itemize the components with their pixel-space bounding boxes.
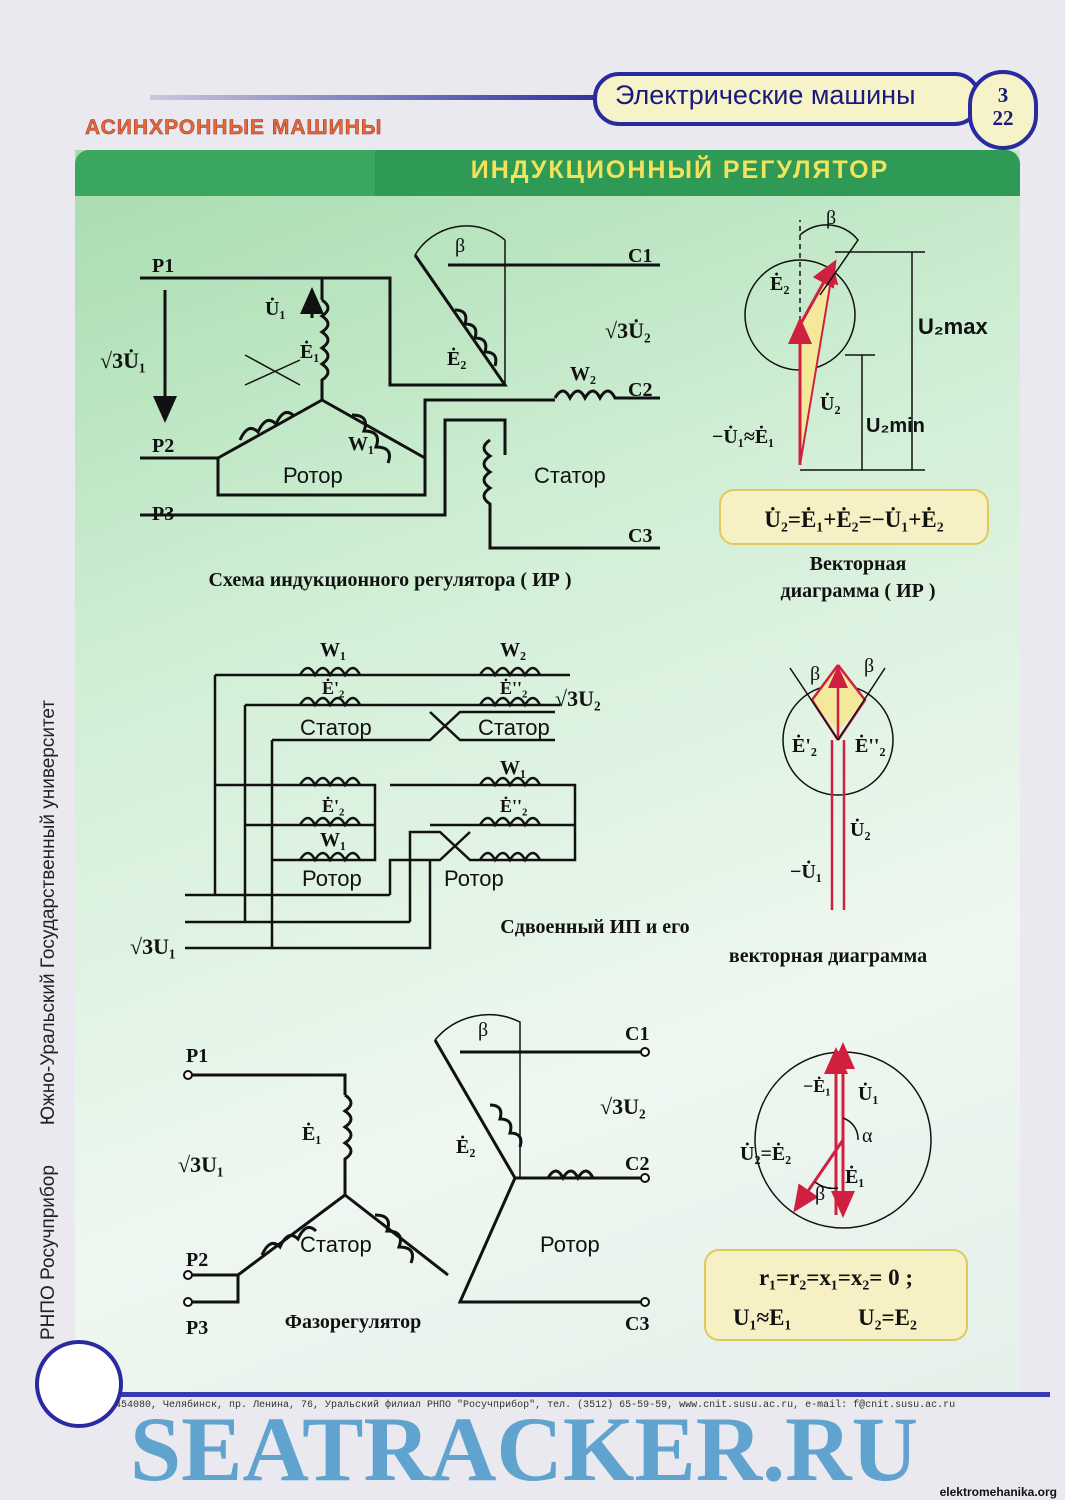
d3-c1: C1: [625, 1023, 649, 1045]
title-band: [375, 150, 1020, 196]
v1-caption-2: диаграмма ( ИР ): [780, 580, 935, 602]
footer-address: 454080, Челябинск, пр. Ленина, 76, Ураль…: [115, 1400, 956, 1411]
label-output-voltage: √3U̇₂: [605, 318, 651, 343]
d3-e1: Ė₁: [302, 1121, 321, 1145]
v3-u1: U̇₁: [858, 1081, 878, 1105]
page-number-bottom: 22: [992, 106, 1014, 130]
header-rule: [150, 95, 600, 100]
d3-e2: Ė₂: [456, 1134, 475, 1158]
label-e1: Ė₁: [300, 339, 319, 363]
label-e2: Ė₂: [447, 346, 466, 370]
v2-minus-u1: −U̇₁: [790, 859, 822, 883]
d3-c3: C3: [625, 1313, 649, 1335]
v1-minus-u1: −U̇₁≈Ė₁: [712, 424, 774, 448]
d2-rotor-b: Ротор: [444, 866, 504, 891]
v3-u2-e2: U̇₂=Ė₂: [740, 1141, 791, 1165]
subject-frame: [593, 72, 981, 126]
w2-coil: [553, 389, 660, 402]
d3-output-voltage: √3U₂: [600, 1094, 646, 1119]
vector-diagram-1: [719, 220, 989, 545]
v2-u2: U̇₂: [850, 817, 870, 841]
page-number-top: 3: [997, 83, 1009, 107]
d2-w1-b: W₁: [500, 757, 526, 779]
label-w2: W₂: [570, 363, 596, 385]
d3-input-voltage: √3U₁: [178, 1152, 224, 1177]
d2-e2pp-a: Ė''₂: [500, 678, 527, 698]
label-c3: C3: [628, 525, 652, 547]
d2-e2p-b: Ė'₂: [322, 796, 344, 816]
d2-rotor-a: Ротор: [302, 866, 362, 891]
induction-regulator-schematic: [140, 225, 660, 550]
v1-formula: U̇₂=Ė₁+Ė₂=−U̇₁+Ė₂: [764, 506, 943, 532]
v1-beta: β: [826, 207, 836, 229]
d2-stator-a: Статор: [300, 715, 372, 740]
footer-rule: [110, 1392, 1050, 1397]
title-band-left: [75, 150, 385, 196]
d3-caption: Фазорегулятор: [285, 1311, 421, 1333]
d3-p3: P3: [186, 1317, 208, 1339]
schematic-caption: Схема индукционного регулятора ( ИР ): [208, 569, 571, 591]
page-title: ИНДУКЦИОННЫЙ РЕГУЛЯТОР: [470, 156, 890, 184]
label-stator: Статор: [534, 463, 606, 488]
v2-e2p: Ė'₂: [792, 733, 817, 757]
rotor-coil-e1: [319, 298, 330, 400]
section-title: АСИНХРОННЫЕ МАШИНЫ: [85, 116, 383, 140]
dual-regulator-schematic: [185, 666, 577, 950]
label-beta: β: [455, 235, 465, 257]
vector-diagram-3: [704, 1042, 968, 1341]
v3-formula-2a: U₁≈E₁: [733, 1305, 791, 1330]
v1-e2: Ė₂: [770, 271, 789, 295]
label-w1: W₁: [348, 433, 374, 455]
v3-formula-2b: U₂=E₂: [858, 1305, 917, 1330]
v1-caption-1: Векторная: [810, 553, 907, 575]
v2-beta-left: β: [810, 663, 820, 685]
d3-c2: C2: [625, 1153, 649, 1175]
label-input-voltage: √3U̇₁: [100, 348, 146, 373]
d2-stator-b: Статор: [478, 715, 550, 740]
v1-u2max: U₂max: [918, 314, 988, 339]
v3-beta: β: [815, 1183, 825, 1205]
label-u1: U̇₁: [265, 296, 285, 320]
d2-caption-2: векторная диаграмма: [729, 945, 927, 967]
label-rotor: Ротор: [283, 463, 343, 488]
label-c1: C1: [628, 245, 652, 267]
v1-u2min: U₂min: [866, 415, 925, 437]
v3-alpha: α: [862, 1125, 873, 1147]
v3-e1: Ė₁: [845, 1164, 864, 1188]
d3-rotor: Ротор: [540, 1232, 600, 1257]
site-watermark: elektromehanika.org: [939, 1485, 1057, 1499]
v3-minus-e1: −Ė₁: [803, 1076, 831, 1096]
d2-caption-1: Сдвоенный ИП и его: [500, 916, 689, 938]
d3-p2: P2: [186, 1249, 208, 1271]
phase-regulator-schematic: [188, 1013, 645, 1304]
label-p1: P1: [152, 255, 174, 277]
terminals: [183, 1047, 650, 1307]
subject-title: Электрические машины: [615, 80, 916, 110]
label-p2: P2: [152, 435, 174, 457]
d3-p1: P1: [186, 1045, 208, 1067]
d2-w1-a: W₁: [320, 639, 346, 661]
label-c2: C2: [628, 379, 652, 401]
vector-diagram-2: [782, 664, 894, 910]
d3-beta: β: [478, 1019, 488, 1041]
d2-w1-c: W₁: [320, 829, 346, 851]
watermark: SEATRACKER.RU: [130, 1398, 919, 1500]
d2-e2pp-b: Ė''₂: [500, 796, 527, 816]
v3-formula-1: r₁=r₂=x₁=x₂= 0 ;: [759, 1265, 913, 1290]
d2-e2p-a: Ė'₂: [322, 678, 344, 698]
label-p3: P3: [152, 503, 174, 525]
v2-e2pp: Ė''₂: [855, 733, 885, 757]
d3-stator: Статор: [300, 1232, 372, 1257]
d2-output-voltage: √3U₂: [555, 686, 601, 711]
v2-beta-right: β: [864, 655, 874, 677]
rosuchpribor-logo: [35, 1340, 123, 1428]
d2-input-voltage: √3U₁: [130, 934, 176, 959]
d2-w2: W₂: [500, 639, 526, 661]
v1-u2: U̇₂: [820, 391, 840, 415]
